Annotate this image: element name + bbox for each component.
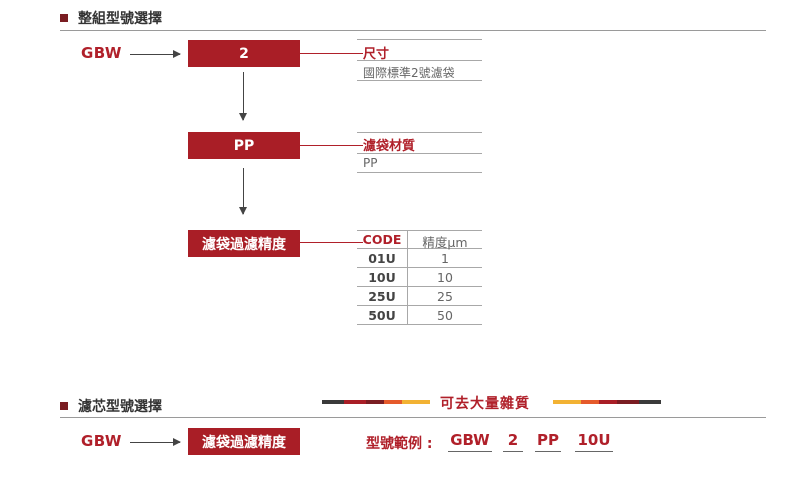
down-arrow-icon [239, 72, 247, 121]
table-row-code: 01U [368, 251, 396, 266]
size-box: 2 [188, 40, 300, 67]
precision-box-label: 濾袋過濾精度 [202, 236, 286, 253]
right-arrow-icon [130, 438, 181, 446]
material-box: PP [188, 132, 300, 159]
size-spec-value: 國際標準2號濾袋 [363, 66, 455, 80]
square-bullet-icon [60, 14, 68, 22]
table-row-value: 25 [437, 289, 453, 304]
left-color-bar [322, 400, 430, 404]
material-spec-mid-line [357, 153, 482, 154]
section2-divider [60, 417, 766, 418]
section1-title: 整組型號選擇 [60, 8, 162, 28]
table-header-code: CODE [362, 232, 402, 247]
precision-box: 濾袋過濾精度 [188, 428, 300, 455]
example-part-prefix: GBW [448, 431, 492, 452]
example-label: 型號範例 : [366, 436, 433, 452]
example-part-size: 2 [503, 431, 523, 452]
table-row-code: 50U [368, 308, 396, 323]
section1-title-text: 整組型號選擇 [78, 11, 162, 27]
square-bullet-icon [60, 402, 68, 410]
precision-box-label: 濾袋過濾精度 [202, 434, 286, 451]
table-row-value: 50 [437, 308, 453, 323]
table-row-value: 10 [437, 270, 453, 285]
material-spec-top-line [357, 132, 482, 133]
table-row-code: 10U [368, 270, 396, 285]
precision-table: CODE 精度μm 01U 1 10U 10 25U 25 50U 50 [357, 230, 482, 325]
down-arrow-icon [239, 168, 247, 215]
example-part-precision: 10U [575, 431, 613, 452]
right-color-bar [553, 400, 661, 404]
section2-title-text: 濾芯型號選擇 [78, 399, 162, 415]
size-spec-mid-line [357, 60, 482, 61]
material-spec-header: 濾袋材質 [363, 139, 416, 154]
gbw-prefix: GBW [81, 44, 122, 62]
section1-divider [60, 30, 766, 31]
table-header-precision: 精度μm [422, 235, 468, 250]
gbw-prefix: GBW [81, 432, 122, 450]
precision-connector [300, 242, 363, 243]
size-spec-bottom-line [357, 80, 482, 81]
material-connector [300, 145, 363, 146]
section2-title: 濾芯型號選擇 [60, 396, 162, 416]
material-spec-value: PP [363, 156, 378, 170]
precision-box: 濾袋過濾精度 [188, 230, 300, 257]
size-spec-top-line [357, 39, 482, 40]
material-spec-bottom-line [357, 172, 482, 173]
size-box-label: 2 [239, 45, 249, 62]
material-box-label: PP [233, 137, 255, 154]
size-spec-header: 尺寸 [363, 47, 390, 62]
right-arrow-icon [130, 50, 181, 58]
table-row-code: 25U [368, 289, 396, 304]
table-row-value: 1 [441, 251, 449, 266]
size-connector [300, 53, 363, 54]
example-part-material: PP [535, 431, 561, 452]
tagline: 可去大量雜質 [440, 396, 530, 412]
